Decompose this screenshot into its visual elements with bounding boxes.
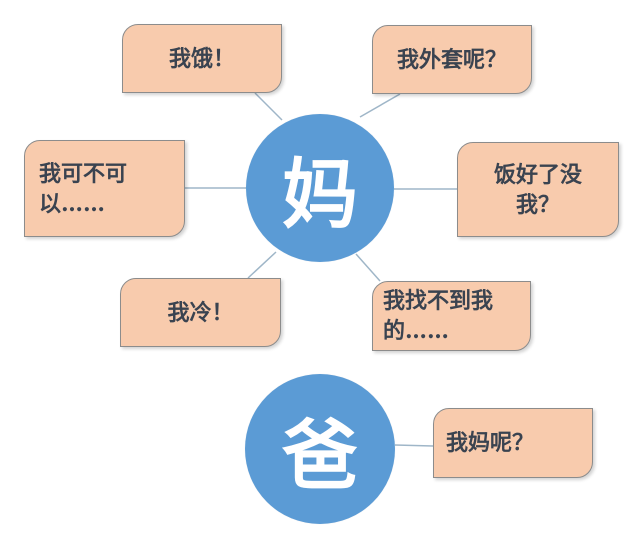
bubble-can-i: 我可不可以…… xyxy=(24,140,185,237)
bubble-text: 我找不到我的…… xyxy=(383,288,494,344)
connector-hungry xyxy=(254,92,283,121)
node-dad: 爸 xyxy=(245,374,395,524)
connector-where-mom xyxy=(394,444,434,447)
node-label: 妈 xyxy=(282,150,358,239)
node-mom: 妈 xyxy=(246,114,394,262)
bubble-dinner: 饭好了没我？ xyxy=(457,142,619,237)
connector-cold xyxy=(247,251,277,279)
connector-cant-find xyxy=(355,253,381,282)
bubble-cold: 我冷！ xyxy=(120,278,281,347)
bubble-cant-find: 我找不到我的…… xyxy=(372,281,531,351)
bubble-jacket: 我外套呢？ xyxy=(372,25,532,94)
bubble-text: 饭好了没我？ xyxy=(493,161,582,218)
bubble-text: 我妈呢？ xyxy=(446,430,535,456)
node-label: 爸 xyxy=(282,411,358,500)
bubble-hungry: 我饿！ xyxy=(122,24,282,93)
bubble-text: 我外套呢？ xyxy=(396,46,507,73)
bubble-where-mom: 我妈呢？ xyxy=(433,408,593,478)
connector-jacket xyxy=(359,93,401,118)
bubble-text: 我可不可以…… xyxy=(39,160,128,217)
bubble-text: 我冷！ xyxy=(167,299,234,326)
bubble-text: 我饿！ xyxy=(168,45,235,72)
